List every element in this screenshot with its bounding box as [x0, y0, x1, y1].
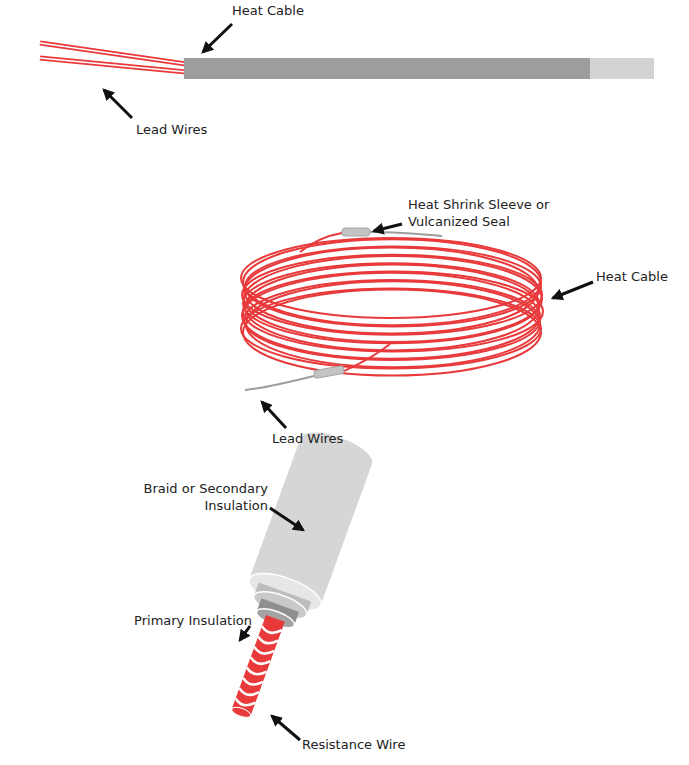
cable-cross-section [204, 425, 377, 729]
wire-stripe [242, 675, 263, 688]
wire-stripe [261, 623, 282, 636]
part-label: Lead Wires [272, 430, 392, 447]
part-label: Heat Shrink Sleeve or Vulcanized Seal [408, 196, 608, 230]
coil-loop [242, 273, 540, 359]
wire-stripe [246, 665, 267, 678]
part-label: Heat Cable [232, 2, 352, 19]
part-label: Primary Insulation [112, 612, 252, 629]
leader-arrows [104, 24, 593, 740]
part-label: Heat Cable [596, 268, 686, 285]
coil-leads [245, 228, 442, 390]
part-label: Braid or Secondary Insulation [118, 480, 268, 514]
coil-loop [243, 290, 541, 376]
coil-loop [245, 264, 539, 350]
wire-stripe [238, 685, 259, 698]
wire-stripe [234, 696, 255, 709]
part-label: Resistance Wire [302, 736, 462, 753]
part-label: Lead Wires [136, 121, 256, 138]
coil-loop [244, 280, 540, 360]
wire-stripe [253, 644, 274, 657]
coil-loop [243, 272, 543, 352]
straight-heat-cable [40, 43, 654, 79]
coil-loop [243, 263, 539, 343]
wire-stripe [257, 634, 278, 647]
coil-loop [246, 281, 540, 367]
coil-loop [241, 288, 541, 368]
wire-stripe [249, 654, 270, 667]
coiled-heat-cable [241, 238, 543, 376]
